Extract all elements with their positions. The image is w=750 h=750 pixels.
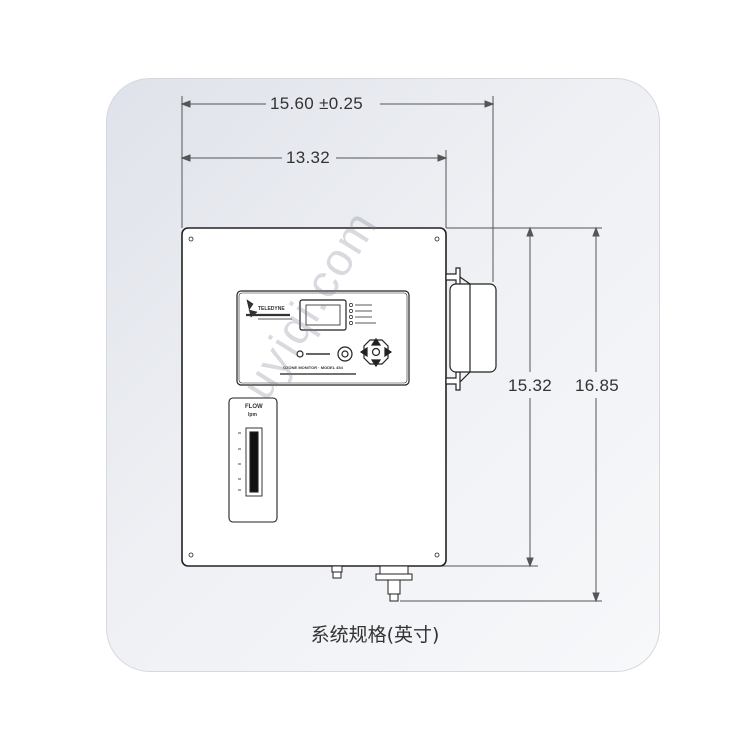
body-width-dimension (180, 150, 448, 228)
body-height-label: 15.32 (508, 376, 553, 395)
side-module (445, 267, 497, 391)
front-panel (236, 290, 410, 386)
figure-caption: 系统规格(英寸) (310, 624, 440, 646)
brand-label: TELEDYNE (258, 306, 285, 312)
bottom-fittings (331, 565, 413, 602)
overall-width-dimension (180, 96, 495, 282)
flow-unit-label: lpm (248, 412, 257, 418)
overall-width-label: 15.60 ±0.25 (270, 94, 363, 113)
flowmeter (228, 397, 278, 523)
flow-label: FLOW (245, 404, 263, 410)
panel-model-label: OZONE MONITOR · MODEL 454 (283, 365, 343, 370)
body-width-label: 13.32 (286, 148, 331, 167)
overall-height-label: 16.85 (575, 376, 620, 395)
overall-height-dimension (400, 226, 602, 603)
